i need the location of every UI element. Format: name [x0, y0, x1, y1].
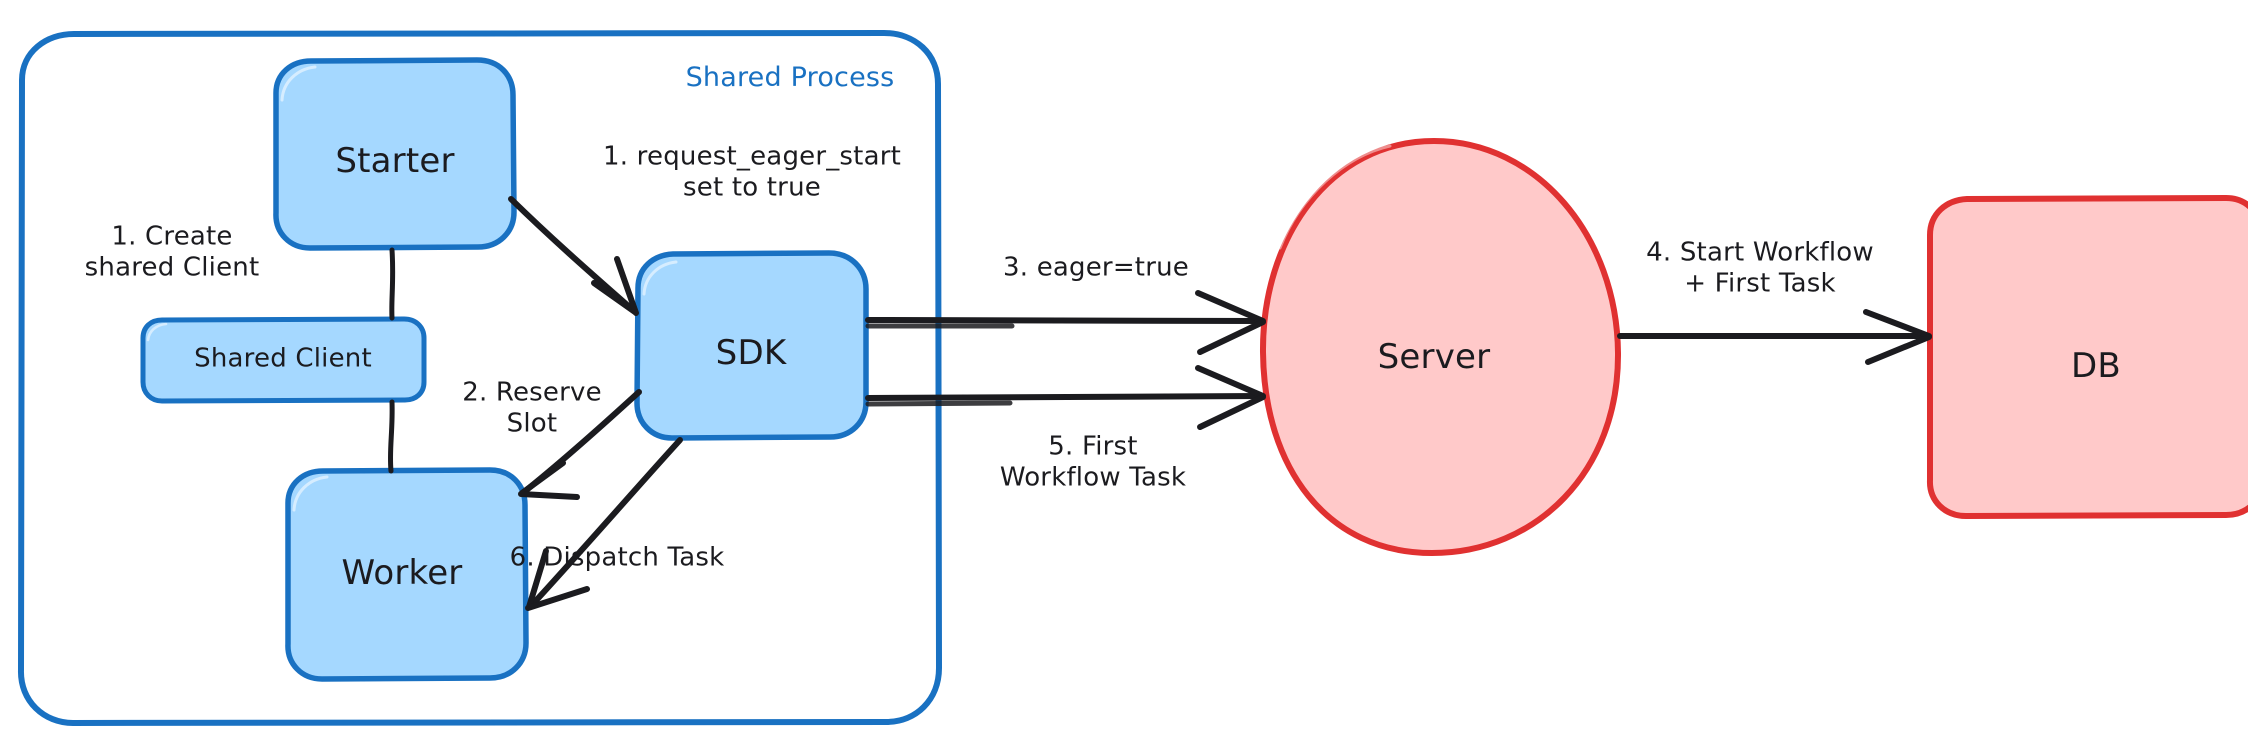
dispatch-task-line [528, 437, 683, 609]
create-shared-client-line-bottom [387, 399, 395, 474]
request-eager-start-head-a [591, 280, 638, 315]
starter-highlight [280, 65, 317, 102]
first-workflow-task-line-echo [865, 400, 1013, 407]
edge-first-workflow-task[interactable] [865, 365, 1266, 430]
request-eager-start-head-b [614, 256, 639, 316]
server-highlight [1278, 144, 1392, 250]
edge-eager-true[interactable] [865, 290, 1266, 355]
first-workflow-task-head-a [1195, 365, 1266, 399]
dispatch-task-head-b [525, 586, 590, 611]
worker-highlight [292, 475, 329, 512]
node-worker[interactable] [285, 467, 529, 682]
edge-request-eager-start[interactable] [508, 196, 639, 316]
eager-true-line [865, 317, 1265, 324]
edge-reserve-slot[interactable] [518, 389, 642, 500]
edge-create-shared-client[interactable] [387, 247, 396, 474]
first-workflow-task-line [865, 393, 1265, 401]
db-shape [1927, 195, 2248, 519]
create-shared-client-line-top [389, 247, 396, 321]
starter-shape [273, 57, 517, 251]
request-eager-start-line [508, 196, 637, 314]
sdk-shape [634, 250, 869, 441]
start-workflow-head-b [1865, 334, 1932, 365]
node-server[interactable] [1259, 138, 1622, 556]
reserve-slot-head-b [518, 491, 580, 500]
worker-shape [285, 467, 529, 682]
eager-true-head-a [1195, 290, 1266, 324]
node-shared-client[interactable] [140, 316, 427, 404]
edge-dispatch-task[interactable] [525, 437, 683, 611]
shared-client-shape [140, 316, 427, 404]
node-sdk[interactable] [634, 250, 869, 441]
server-shape [1259, 138, 1622, 556]
shared-client-highlight [146, 322, 168, 342]
shared-process-border [17, 30, 942, 726]
eager-true-head-b [1197, 319, 1266, 355]
sdk-highlight [642, 260, 678, 296]
first-workflow-task-head-b [1197, 394, 1266, 430]
edge-start-workflow-first-task[interactable] [1617, 309, 1932, 365]
dispatch-task-head-a [526, 548, 549, 610]
group-shared-process[interactable] [17, 30, 942, 726]
node-starter[interactable] [273, 57, 517, 251]
reserve-slot-head-a [519, 460, 566, 496]
node-db[interactable] [1927, 195, 2248, 519]
start-workflow-head-a [1863, 309, 1932, 339]
